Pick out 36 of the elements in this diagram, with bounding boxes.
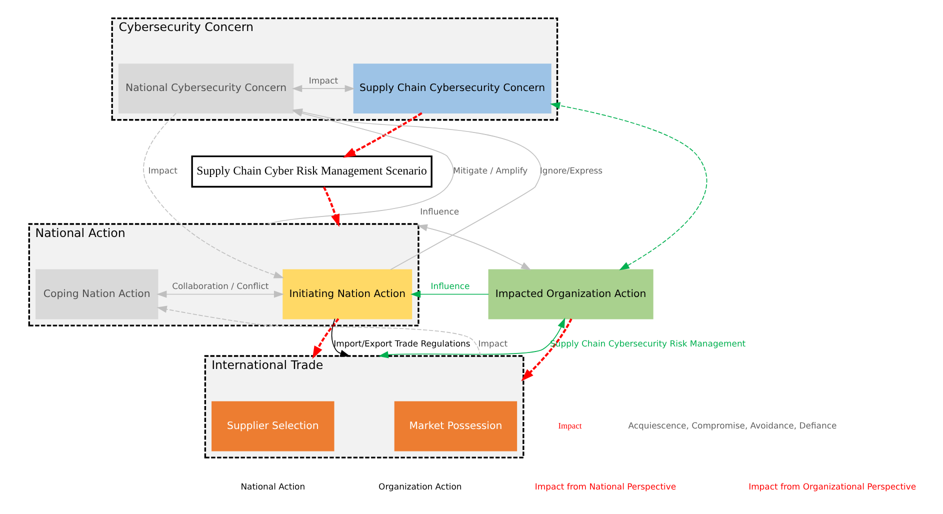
arrow [291,85,354,92]
label: Acquiescence, Compromise, Avoidance, Defiance [628,420,836,430]
edge-label: Mitigate / Amplify [452,166,528,176]
legend-label: National Action [240,481,305,492]
edge-label: Ignore/Express [539,166,602,176]
edge-label: Impact [148,166,177,176]
arrow [142,113,284,278]
node-box: Supply Chain Cyber Risk Management Scenario [190,155,432,188]
arrow [156,290,284,298]
arrow [549,102,706,270]
edge-label: Influence [430,281,470,292]
legend-label: Impact from Organizational Perspective [748,481,916,492]
arrow [378,318,565,358]
label: Impact [558,420,582,430]
node-box: Supplier Selection [211,401,334,452]
node-box: Initiating Nation Action [282,269,412,320]
arrow [410,290,489,298]
edge-label: Impact [308,76,338,86]
edge-label: Collaboration / Conflict [172,281,268,292]
node-box: Impacted Organization Action [488,269,653,320]
arrow [520,318,572,382]
node-box: Coping Nation Action [35,269,158,320]
arrow [156,306,480,356]
edge-label: Import/Export Trade Regulations [333,338,470,349]
arrow [342,112,422,158]
arrow [330,318,350,357]
node-box: Supply Chain Cybersecurity Concern [352,64,551,114]
arrow [322,186,340,228]
arrow [416,224,531,270]
edge-label: Influence [420,206,459,217]
arrow [312,318,339,359]
node-box: Market Possession [394,401,517,452]
node-box: National Cybersecurity Concern [118,64,294,114]
legend-label: Impact from National Perspective [534,481,676,492]
edge-label: Impact [478,338,508,349]
legend-label: Organization Action [378,481,462,492]
